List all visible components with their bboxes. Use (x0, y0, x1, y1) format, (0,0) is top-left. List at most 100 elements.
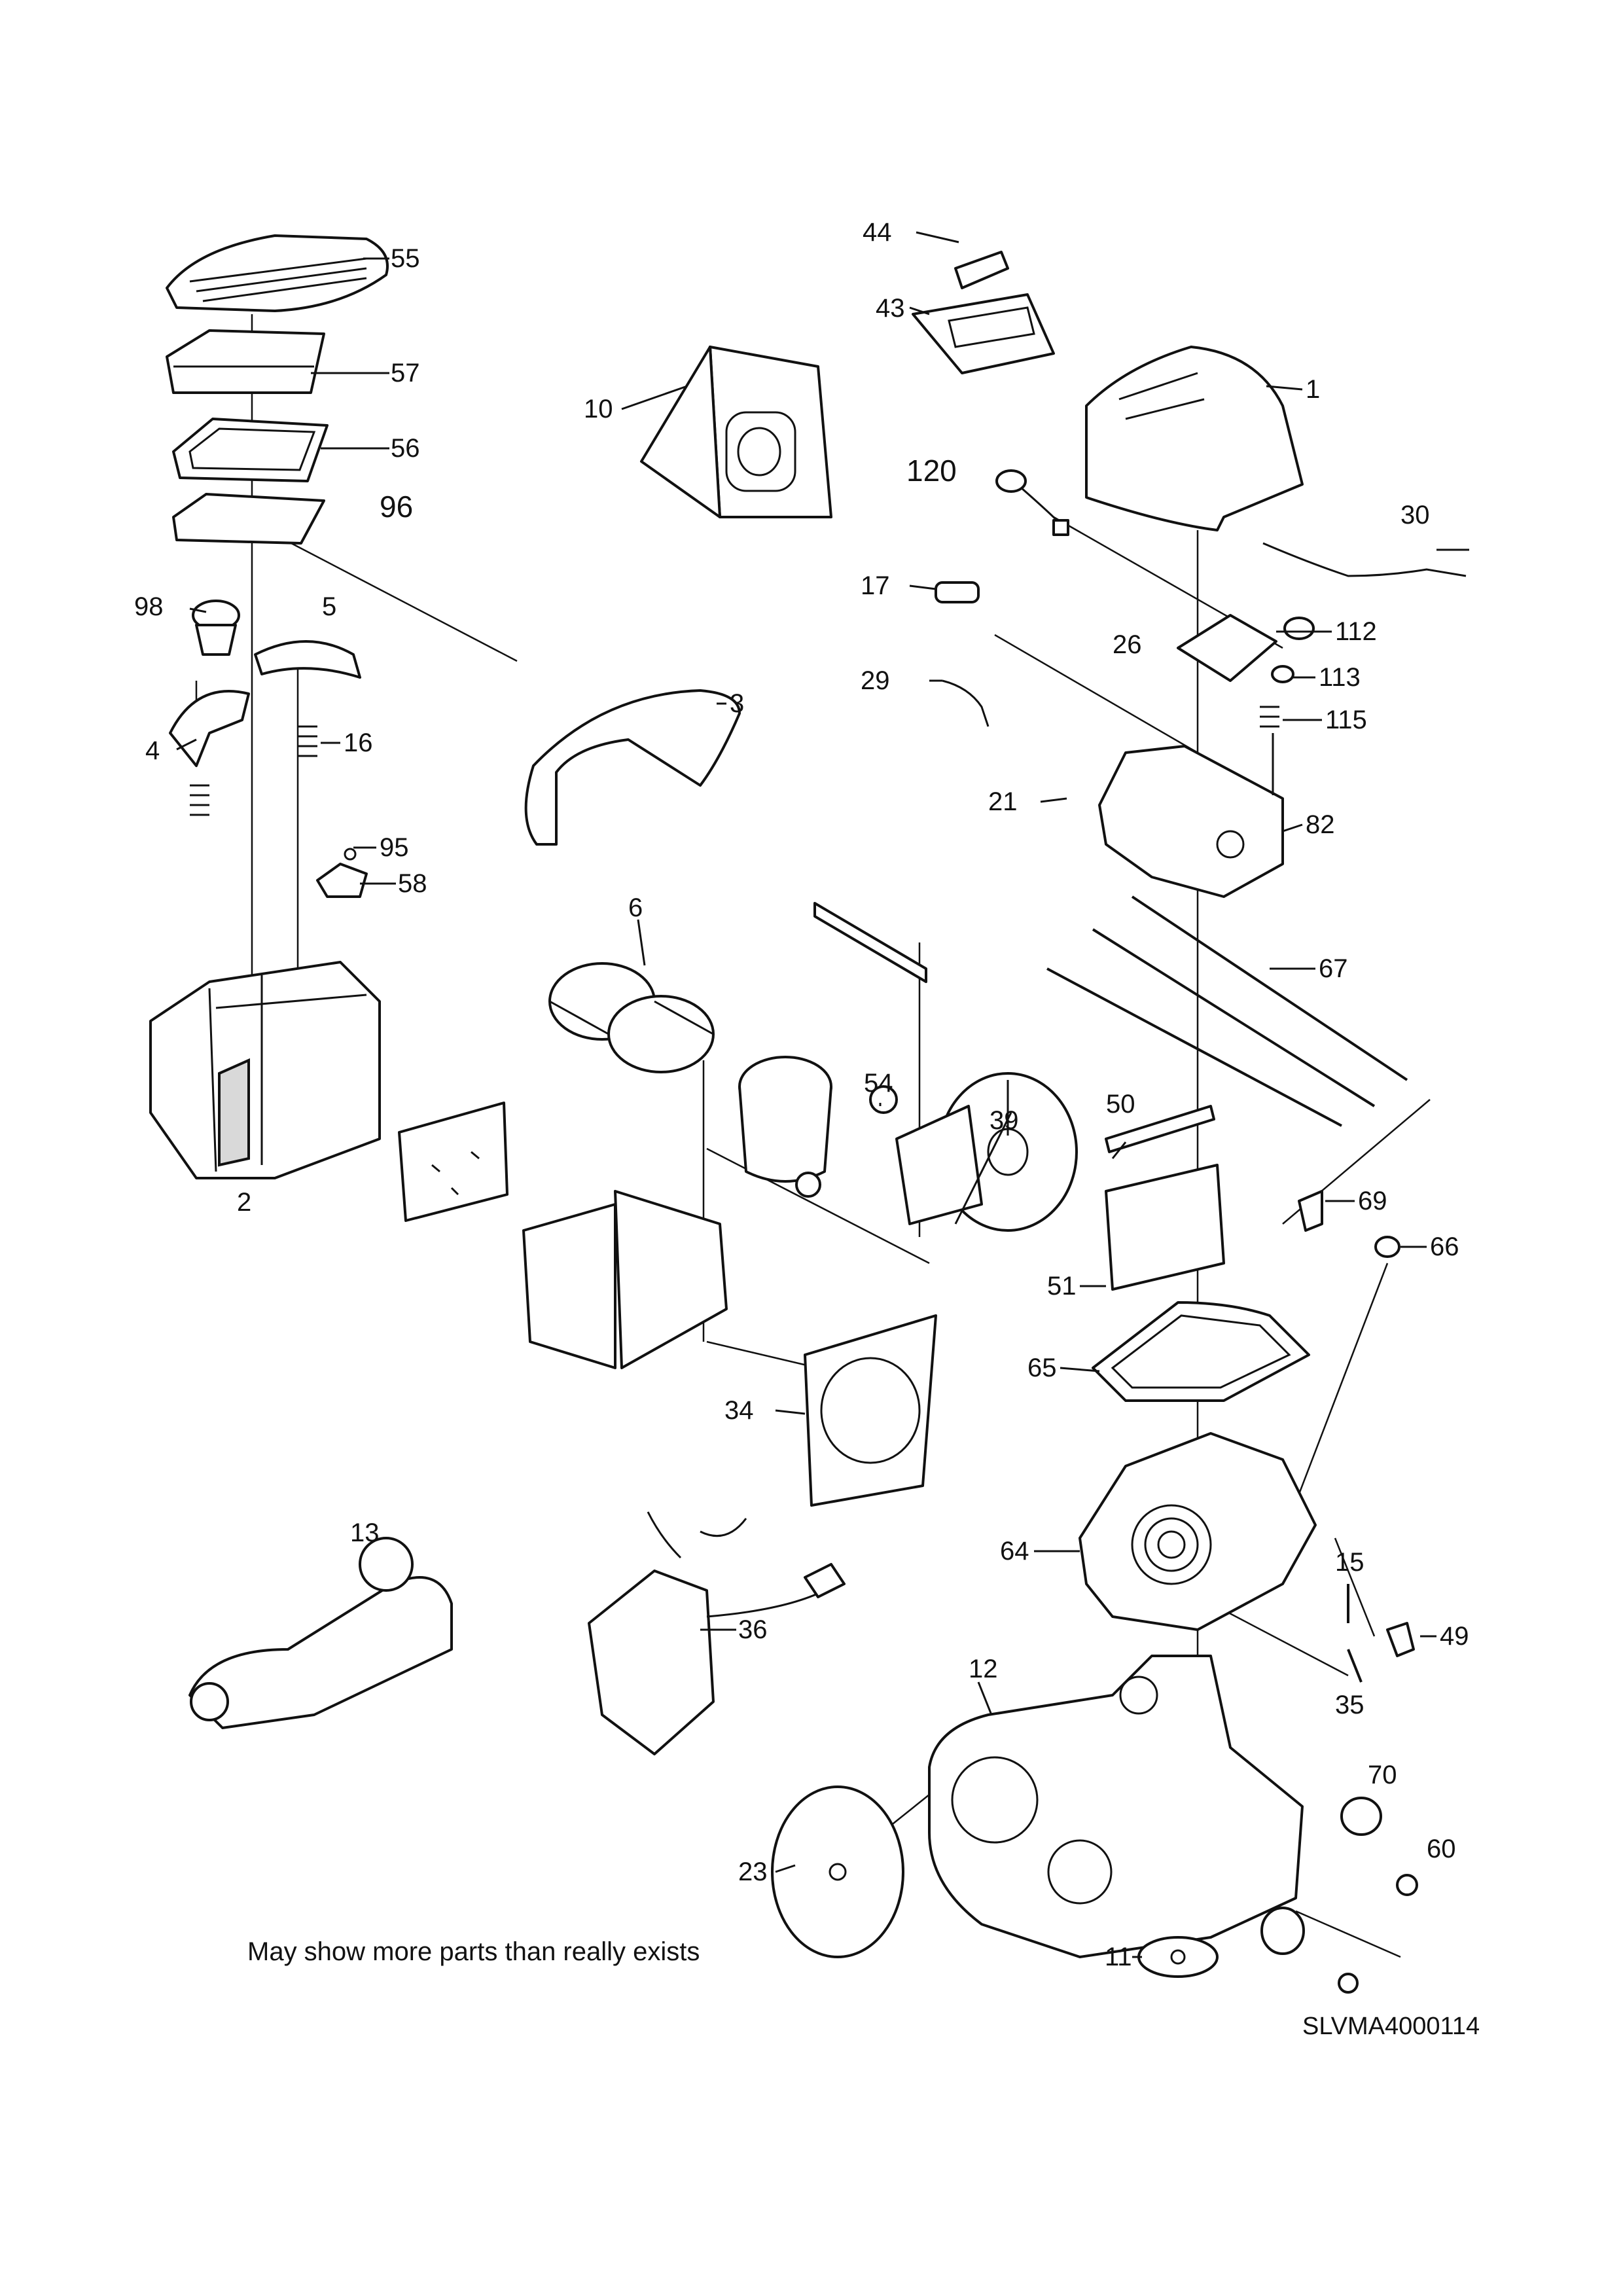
pin-35 (1347, 1649, 1363, 1683)
label-39: 39 (990, 1106, 1019, 1135)
ring-113 (1271, 665, 1294, 683)
chassis-12 (928, 1655, 1304, 1958)
label-29: 29 (861, 666, 890, 695)
label-16: 16 (344, 728, 373, 757)
motor-39 (895, 1072, 1078, 1232)
small-wheel (1260, 1907, 1305, 1955)
label-70: 70 (1368, 1761, 1397, 1789)
label-6: 6 (628, 893, 643, 922)
label-44: 44 (863, 218, 892, 247)
pcb-26 (1177, 614, 1277, 682)
motor-ring-6 (548, 962, 715, 1073)
label-26: 26 (1113, 630, 1142, 659)
label-55: 55 (391, 244, 420, 273)
motor-sleeve (738, 1056, 832, 1183)
leader-lines (176, 231, 1469, 1958)
label-66: 66 (1430, 1232, 1459, 1261)
label-82: 82 (1306, 810, 1335, 839)
label-57: 57 (391, 359, 420, 387)
spring-115 (1260, 706, 1279, 728)
label-58: 58 (398, 869, 427, 898)
filter-card (398, 1102, 508, 1222)
label-23: 23 (738, 1857, 768, 1886)
cable-30 (1262, 542, 1467, 577)
part-labels: 55 57 56 96 10 98 5 3 4 16 95 58 6 54 39… (134, 218, 1469, 1971)
label-34: 34 (724, 1396, 754, 1425)
front-lid-3 (524, 689, 741, 846)
label-64: 64 (1000, 1537, 1029, 1566)
filter-57 (166, 329, 325, 394)
screw-60 (1338, 1874, 1418, 1994)
filter-cover-55 (166, 234, 389, 312)
button-17 (935, 581, 980, 603)
hose-holder-13 (188, 1537, 453, 1729)
button-44 (954, 251, 1009, 289)
label-1: 1 (1306, 375, 1320, 404)
label-50: 50 (1106, 1090, 1135, 1119)
label-54: 54 (864, 1069, 893, 1098)
motor-seal-34 (804, 1314, 937, 1507)
label-11: 11 (1105, 1943, 1132, 1971)
bracket-4 (169, 690, 250, 767)
label-3: 3 (730, 689, 744, 718)
motor-bracket (813, 902, 927, 983)
dust-bag-10 (640, 346, 832, 518)
wheel-23 (771, 1785, 904, 1958)
spring-left (190, 784, 209, 816)
rods-67 (1046, 895, 1408, 1127)
spring-16 (298, 725, 317, 757)
label-67: 67 (1319, 954, 1348, 983)
strip-50 (1105, 1105, 1215, 1153)
label-115: 115 (1325, 706, 1367, 734)
latch-5 (254, 640, 361, 679)
label-15: 15 (1335, 1548, 1364, 1577)
label-98: 98 (134, 592, 164, 621)
drawing-code: SLVMA4000114 (1302, 2013, 1480, 2040)
wheel-70 (1340, 1797, 1382, 1836)
disclaimer-note: May show more parts than really exists (247, 1937, 700, 1966)
bumpers-54 (795, 1085, 898, 1198)
label-17: 17 (861, 571, 890, 600)
label-5: 5 (322, 592, 336, 621)
label-10: 10 (584, 395, 613, 423)
label-21: 21 (988, 787, 1018, 816)
label-43: 43 (876, 294, 905, 323)
label-36: 36 (738, 1615, 768, 1644)
handle-base-82 (1098, 745, 1284, 898)
label-95: 95 (380, 833, 409, 862)
button-98 (192, 600, 240, 656)
castor-11 (1137, 1936, 1219, 1978)
label-12: 12 (969, 1655, 998, 1683)
cap-66 (1374, 1236, 1400, 1258)
bag-indicator-43 (912, 293, 1055, 374)
label-2: 2 (237, 1188, 251, 1217)
knob-112 (1283, 617, 1315, 640)
label-112: 112 (1335, 617, 1377, 646)
label-35: 35 (1335, 1691, 1364, 1719)
clip-49 (1386, 1622, 1415, 1657)
top-cover-1 (1085, 346, 1304, 531)
label-96: 96 (380, 490, 413, 524)
cable-reel-36 (588, 1511, 846, 1755)
cable-120 (995, 469, 1069, 536)
plate-58 (316, 848, 368, 898)
label-49: 49 (1440, 1622, 1469, 1651)
upper-housing-2 (149, 961, 381, 1179)
filter-pad-96 (172, 493, 325, 545)
filter-51 (1105, 1164, 1225, 1291)
label-120: 120 (906, 454, 957, 488)
bracket-69 (1298, 1190, 1323, 1232)
filter-box (522, 1190, 728, 1369)
label-65: 65 (1027, 1354, 1057, 1382)
filter-frame-56 (172, 418, 329, 482)
label-56: 56 (391, 434, 420, 463)
label-69: 69 (1358, 1187, 1387, 1215)
label-51: 51 (1047, 1272, 1077, 1300)
gasket-65 (1092, 1301, 1310, 1402)
label-113: 113 (1319, 663, 1361, 692)
wire-29 (942, 679, 990, 727)
lower-housing-64 (1079, 1432, 1317, 1631)
label-60: 60 (1427, 1835, 1456, 1863)
label-4: 4 (145, 736, 160, 765)
